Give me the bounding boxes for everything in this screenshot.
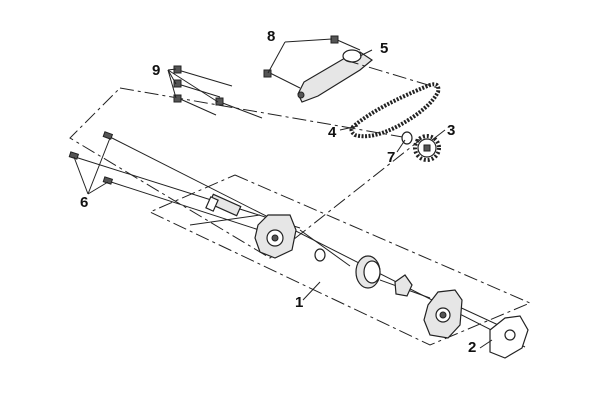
long-bolts-part-6	[68, 131, 114, 185]
lower-reference-plane	[148, 174, 532, 346]
callout-8: 8	[267, 28, 275, 45]
upper-reference-plane	[69, 87, 422, 259]
callout-6: 6	[80, 194, 88, 211]
callout-7: 7	[387, 149, 395, 166]
callout-2: 2	[468, 339, 476, 356]
callout-1: 1	[295, 294, 303, 311]
chain-guide-part-5	[297, 49, 374, 103]
callout-5: 5	[380, 40, 388, 57]
o-ring	[314, 248, 326, 262]
callout-4: 4	[328, 124, 337, 141]
sprocket-part-3	[413, 134, 441, 162]
bolts-part-9	[173, 65, 263, 119]
outer-rotor	[355, 255, 381, 289]
callout-labels: 1 2 3 4 5 6 7 8 9	[80, 28, 476, 356]
pump-body	[423, 289, 463, 339]
pump-shaft	[205, 193, 242, 217]
gasket-plate-part-2	[489, 315, 529, 359]
chain-part-4	[344, 59, 441, 139]
pump-cover	[254, 214, 297, 259]
callout-9: 9	[152, 62, 160, 79]
inner-rotor	[394, 274, 413, 297]
leader-lines	[73, 38, 493, 349]
callout-3: 3	[447, 122, 455, 139]
